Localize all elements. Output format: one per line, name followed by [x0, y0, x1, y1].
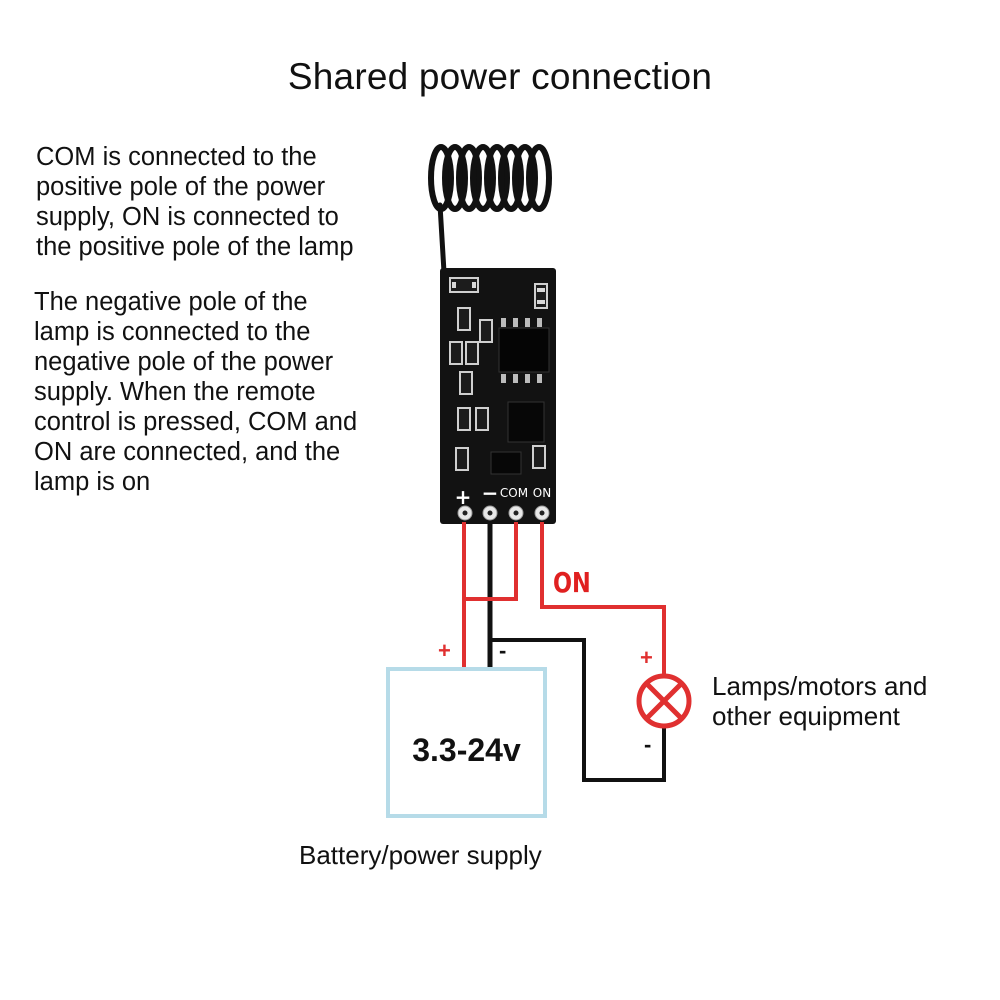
- diagram-title: Shared power connection: [287, 56, 713, 97]
- lamp-minus-sign: -: [644, 732, 652, 757]
- pin-on-label: ON: [533, 486, 551, 500]
- antenna-coil: [428, 144, 552, 275]
- description-line: lamp is on: [34, 468, 151, 496]
- description-line: ON are connected, and the: [34, 438, 341, 466]
- lamp-plus-sign: +: [640, 645, 653, 670]
- battery-voltage: 3.3-24v: [412, 732, 521, 768]
- load-label: Lamps/motors and other equipment: [712, 671, 927, 731]
- description-line: the positive pole of the lamp: [36, 233, 354, 261]
- battery-label: Battery/power supply: [299, 840, 542, 870]
- battery-plus-sign: +: [438, 638, 451, 663]
- wire-negative-lamp: [490, 638, 666, 782]
- wire-on: [540, 522, 666, 674]
- load-label-line: other equipment: [712, 701, 900, 731]
- description-line: control is pressed, COM and: [34, 408, 358, 436]
- battery-minus-sign: -: [499, 638, 507, 663]
- battery-box: [386, 667, 547, 818]
- wires: [462, 522, 666, 782]
- wire-com: [464, 522, 518, 601]
- wiring-description-com-on: COM is connected to the positive pole of…: [36, 142, 354, 262]
- description-line: COM is connected to the: [36, 143, 317, 171]
- wiring-description-negative: The negative pole of the lamp is connect…: [34, 287, 357, 497]
- description-line: supply. When the remote: [34, 378, 316, 406]
- pin-minus-label: −: [482, 481, 499, 505]
- pin-com-label: COM: [500, 486, 528, 500]
- description-line: lamp is connected to the: [34, 318, 311, 346]
- receiver-module: + − COM ON: [440, 268, 556, 524]
- on-wire-label: ON: [553, 566, 591, 599]
- description-line: positive pole of the power: [36, 173, 326, 201]
- description-line: negative pole of the power: [34, 348, 334, 376]
- load-label-line: Lamps/motors and: [712, 671, 928, 701]
- description-line: supply, ON is connected to: [36, 203, 339, 231]
- pin-plus-label: +: [455, 485, 472, 509]
- description-line: The negative pole of the: [34, 288, 308, 316]
- lamp-icon: [636, 673, 692, 729]
